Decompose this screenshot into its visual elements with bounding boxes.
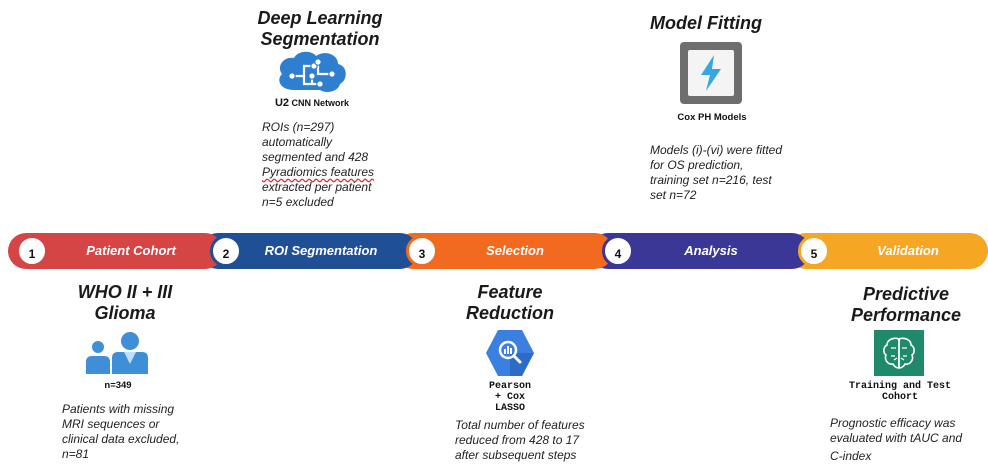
method-line: LASSO xyxy=(494,403,525,414)
predictive-title-line2: Performance xyxy=(850,305,962,325)
feature-reduction-title: Feature Reduction xyxy=(440,282,580,324)
fr-desc-line: after subsequent steps xyxy=(455,448,577,462)
step-number-3: 3 xyxy=(406,235,438,267)
tt-line: Training and Test xyxy=(848,381,952,392)
brain-circuit-icon xyxy=(274,50,350,94)
cohort-description: Patients with missing MRI sequences or c… xyxy=(62,402,222,462)
step-number-1: 1 xyxy=(16,235,48,267)
u2-cnn-caption-rest: CNN Network xyxy=(289,98,350,108)
cohort-title-line1: WHO II + III xyxy=(77,282,173,302)
feature-reduction-title-line1: Feature xyxy=(477,282,543,302)
step-label-validation: Validation xyxy=(877,243,939,258)
step-label-roi-segmentation: ROI Segmentation xyxy=(264,243,378,258)
predictive-description: Prognostic efficacy was evaluated with t… xyxy=(830,416,986,464)
method-line: + Cox xyxy=(494,392,525,403)
step-number-5: 5 xyxy=(798,235,830,267)
dl-desc-line: n=5 excluded xyxy=(262,195,334,209)
cohort-title: WHO II + III Glioma xyxy=(40,282,210,324)
cohort-desc-line: MRI sequences or xyxy=(62,417,160,431)
u2-cnn-caption-sub: 2 xyxy=(282,97,290,109)
deep-learning-title-line1: Deep Learning xyxy=(257,8,383,28)
dl-desc-line: Pyradiomics features xyxy=(262,165,375,179)
cohort-title-line2: Glioma xyxy=(94,303,156,323)
pp-desc-line: evaluated with tAUC and xyxy=(830,431,963,445)
method-line: Pearson xyxy=(488,381,531,392)
step-number-2: 2 xyxy=(210,235,242,267)
dl-desc-line: extracted per patient xyxy=(262,180,372,194)
tt-line: Cohort xyxy=(881,392,918,403)
cohort-desc-line: Patients with missing xyxy=(62,402,175,416)
feature-reduction-title-line2: Reduction xyxy=(466,303,554,323)
model-fitting-description: Models (i)-(vi) were fitted for OS predi… xyxy=(650,143,810,203)
cohort-desc-line: clinical data excluded, xyxy=(62,432,180,446)
deep-learning-title-line2: Segmentation xyxy=(260,29,380,49)
patients-icon xyxy=(84,330,152,376)
deep-learning-description: ROIs (n=297) automatically segmented and… xyxy=(262,120,422,210)
model-fitting-title: Model Fitting xyxy=(650,13,762,33)
fr-desc-line: Total number of features xyxy=(455,418,585,432)
training-test-caption: Training and Test Cohort xyxy=(838,381,962,403)
lightning-bolt-icon xyxy=(676,38,746,108)
cohort-desc-line: n=81 xyxy=(62,447,90,461)
analytics-search-icon xyxy=(484,328,536,378)
u2-cnn-caption-prefix: U xyxy=(274,97,283,109)
step-number-4: 4 xyxy=(602,235,634,267)
mf-desc-line: set n=72 xyxy=(650,188,697,202)
pp-desc-line: C-index xyxy=(830,449,872,463)
step-label-analysis: Analysis xyxy=(684,243,738,258)
step-label-selection: Selection xyxy=(486,243,544,258)
step-label-patient-cohort: Patient Cohort xyxy=(86,243,176,258)
mf-desc-line: for OS prediction, xyxy=(650,158,744,172)
cohort-count: n=349 xyxy=(104,380,132,391)
dl-desc-line: segmented and 428 xyxy=(262,150,369,164)
fr-desc-line: reduced from 428 to 17 xyxy=(455,433,580,447)
predictive-performance-title: Predictive Performance xyxy=(836,284,976,326)
cox-ph-caption: Cox PH Models xyxy=(677,112,747,123)
feature-reduction-methods: Pearson + Cox LASSO xyxy=(470,381,550,414)
dl-desc-line: automatically xyxy=(262,135,333,149)
deep-learning-title: Deep Learning Segmentation xyxy=(240,8,400,50)
feature-reduction-description: Total number of features reduced from 42… xyxy=(455,418,625,463)
brain-chip-icon xyxy=(874,330,924,376)
mf-desc-line: Models (i)-(vi) were fitted xyxy=(650,143,783,157)
predictive-title-line1: Predictive xyxy=(862,284,950,304)
mf-desc-line: training set n=216, test xyxy=(650,173,772,187)
dl-desc-line: ROIs (n=297) xyxy=(262,120,335,134)
pp-desc-line: Prognostic efficacy was xyxy=(830,416,956,430)
u2-cnn-caption: U2 CNN Network xyxy=(250,97,374,109)
